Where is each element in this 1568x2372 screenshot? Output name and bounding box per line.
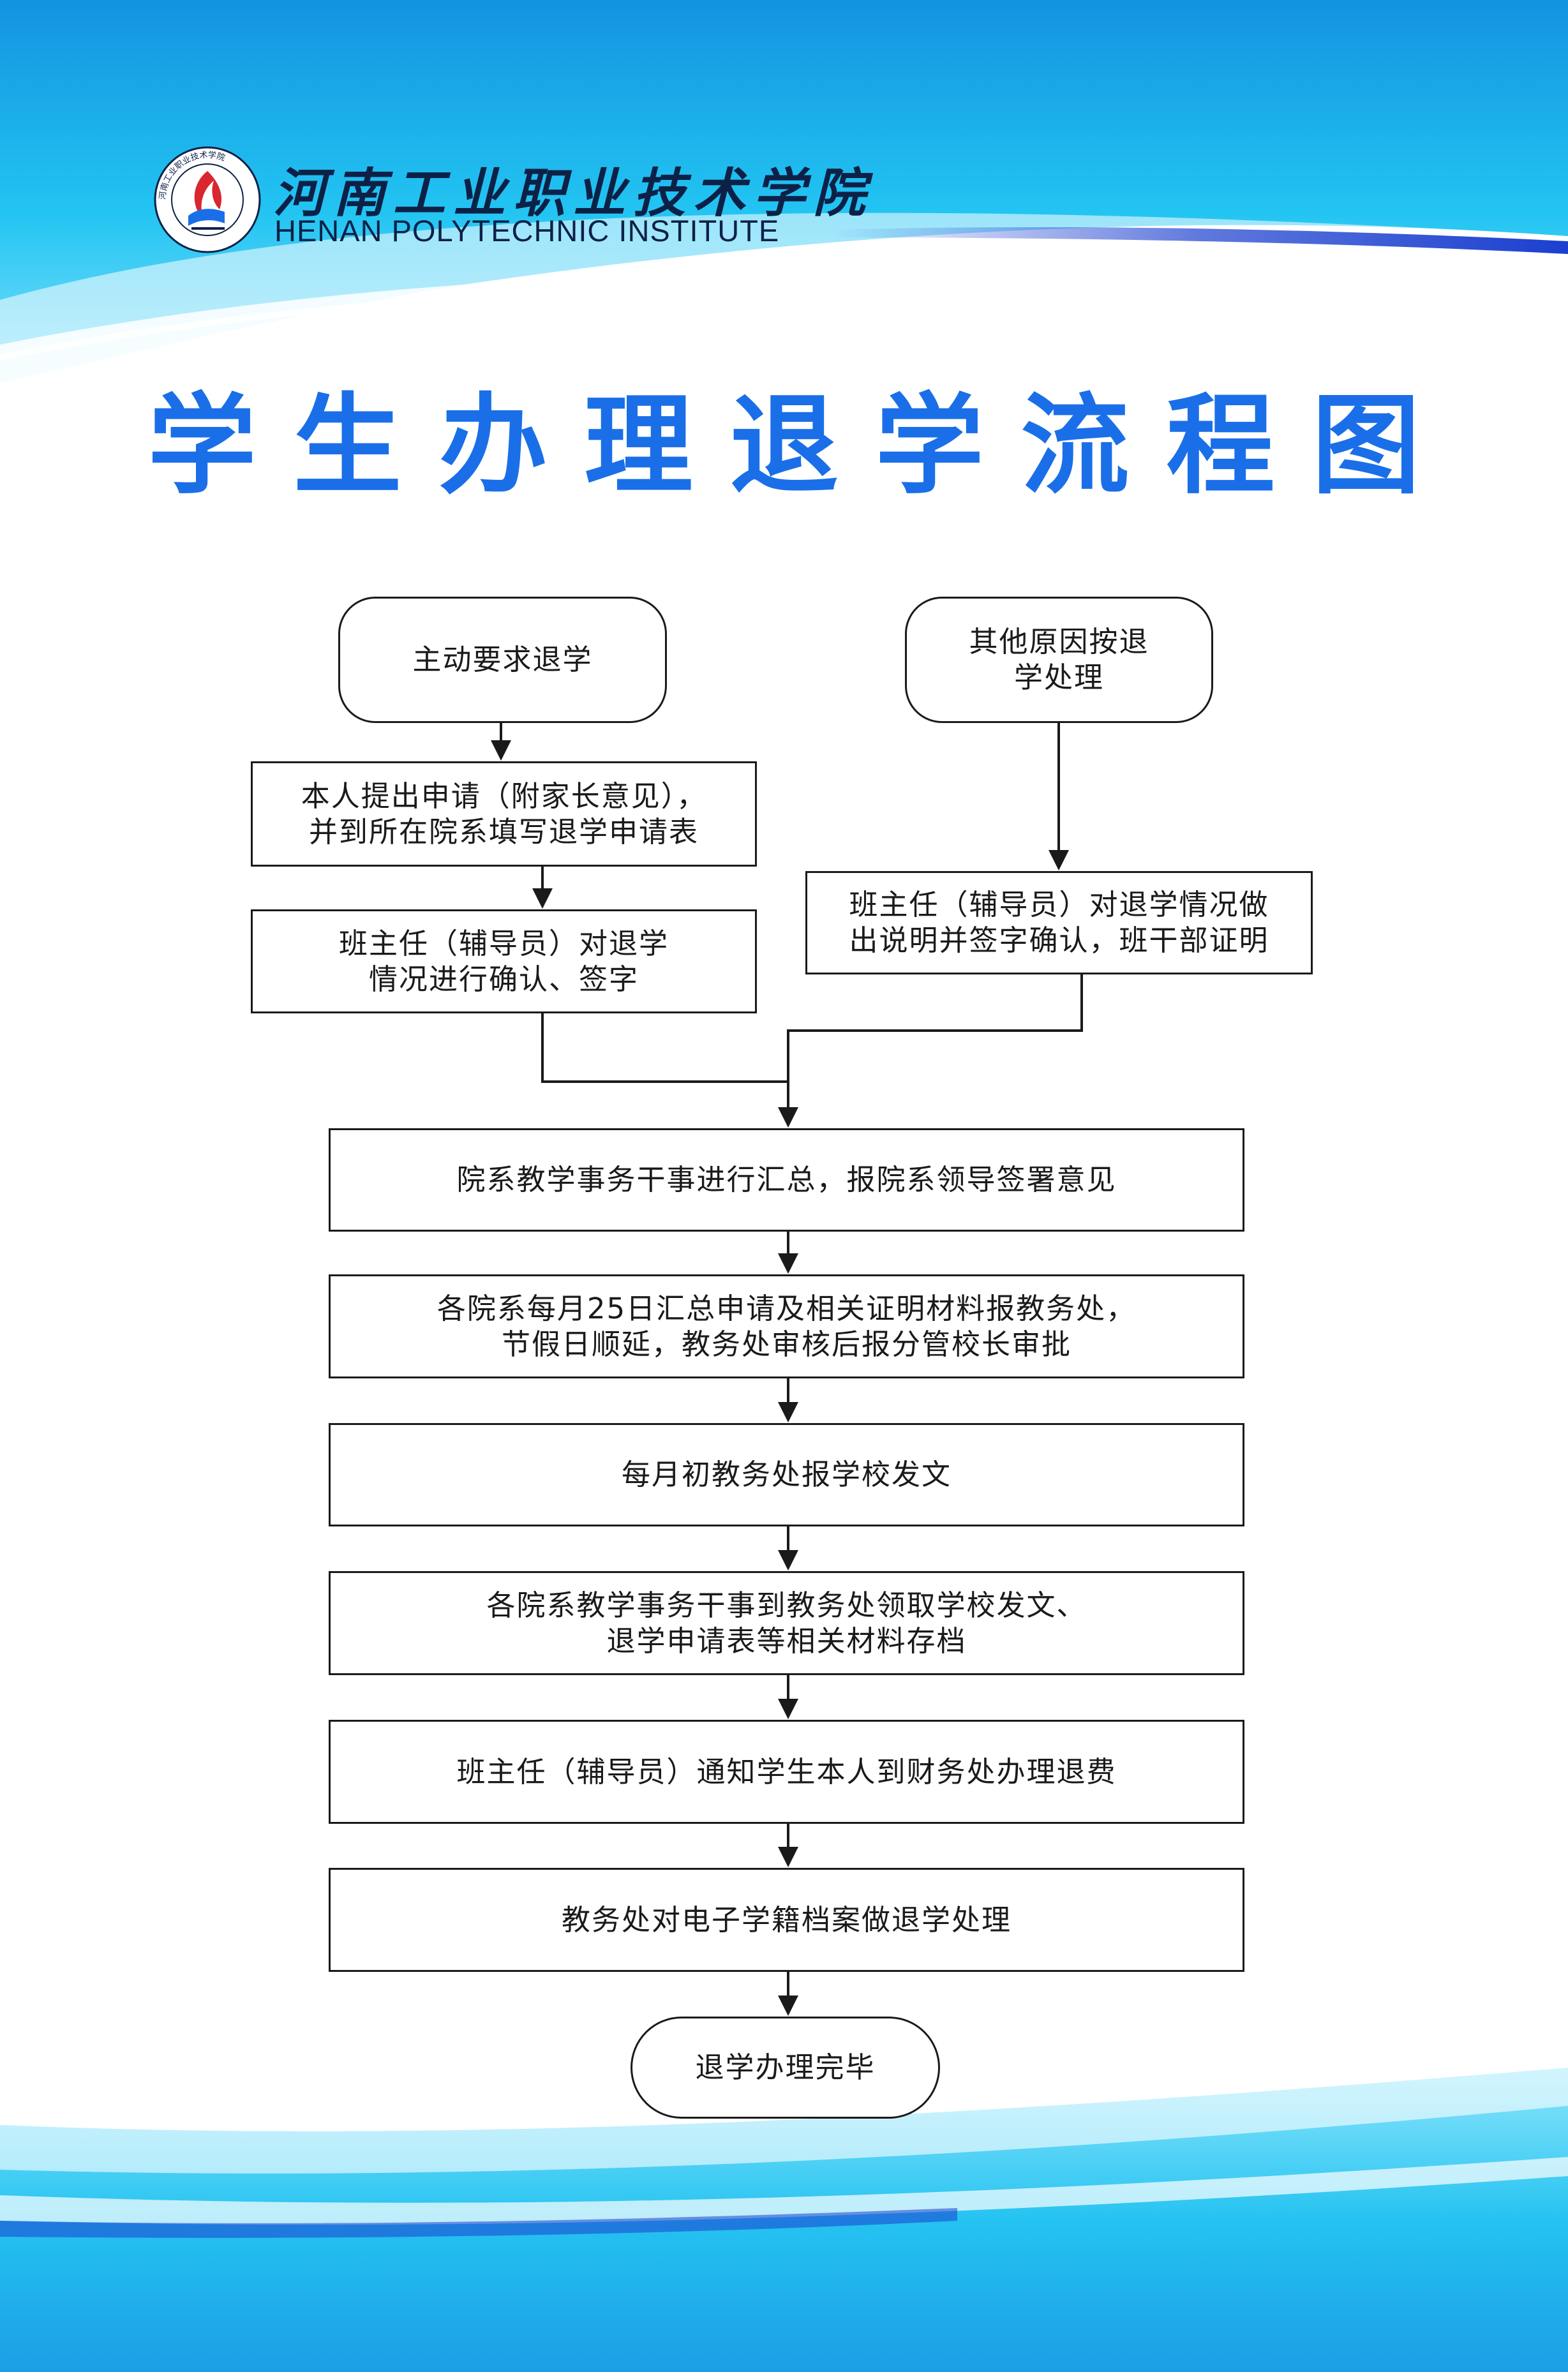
- node-start-voluntary: 主动要求退学: [338, 597, 667, 723]
- node-monthly-submit: 各院系每月25日汇总申请及相关证明材料报教务处， 节假日顺延，教务处审核后报分管…: [329, 1274, 1244, 1378]
- node-end: 退学办理完毕: [631, 2017, 940, 2119]
- node-refund-notice: 班主任（辅导员）通知学生本人到财务处办理退费: [329, 1720, 1244, 1824]
- node-advisor-confirm: 班主任（辅导员）对退学 情况进行确认、签字: [251, 909, 757, 1013]
- institution-name-en: HENAN POLYTECHNIC INSTITUTE: [274, 214, 780, 248]
- connector-explain-to-summary: [778, 974, 1083, 1128]
- page-title: 学生办理退学流程图: [147, 383, 1458, 509]
- node-archive: 各院系教学事务干事到教务处领取学校发文、 退学申请表等相关材料存档: [329, 1571, 1244, 1675]
- node-school-document: 每月初教务处报学校发文: [329, 1423, 1244, 1526]
- institution-logo: 河南工业职业技术学院: [154, 146, 261, 253]
- connector-confirm-to-summary: [541, 1013, 788, 1083]
- node-advisor-explain: 班主任（辅导员）对退学情况做 出说明并签字确认，班干部证明: [805, 871, 1313, 974]
- institution-name-cn: 河南工业职业技术学院: [273, 163, 873, 224]
- node-record-processing: 教务处对电子学籍档案做退学处理: [329, 1868, 1244, 1972]
- node-apply: 本人提出申请（附家长意见）， 并到所在院系填写退学申请表: [251, 761, 757, 867]
- node-start-other: 其他原因按退 学处理: [905, 597, 1213, 723]
- node-dept-summary: 院系教学事务干事进行汇总，报院系领导签署意见: [329, 1128, 1244, 1232]
